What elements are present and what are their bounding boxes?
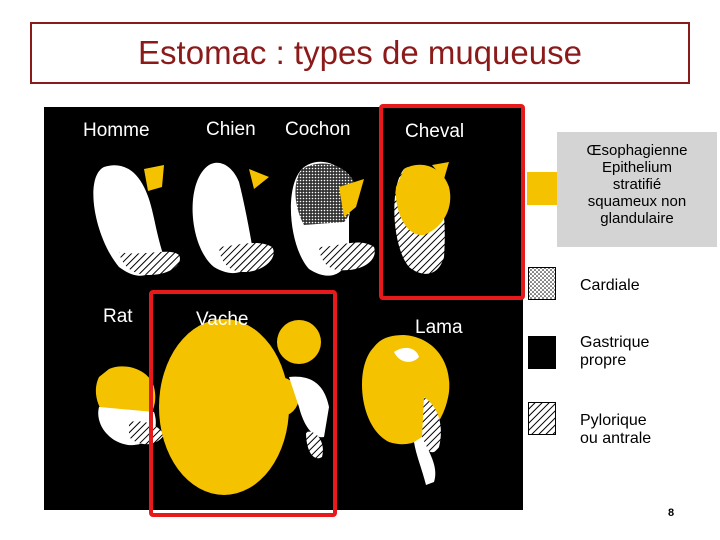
legend-pylorique-line2: ou antrale bbox=[580, 430, 652, 447]
highlight-frame-vache bbox=[149, 290, 337, 517]
swatch-cardiale bbox=[528, 267, 556, 300]
label-vache: Vache bbox=[196, 309, 249, 330]
legend-oesophagienne-line3: stratifié bbox=[612, 176, 662, 193]
label-cochon: Cochon bbox=[285, 119, 351, 140]
label-homme: Homme bbox=[83, 120, 150, 141]
page-number: 8 bbox=[668, 507, 675, 519]
stomach-chien bbox=[192, 162, 274, 274]
swatch-gastrique bbox=[528, 336, 556, 369]
legend-oesophagienne-line1: Œsophagienne bbox=[586, 142, 688, 159]
label-rat: Rat bbox=[103, 306, 133, 327]
swatch-oesophagienne bbox=[527, 172, 557, 205]
legend-oesophagienne-line5: glandulaire bbox=[600, 210, 674, 227]
legend-oesophagienne-box: Œsophagienne Epithelium stratifié squame… bbox=[557, 132, 717, 247]
legend-oesophagienne-line4: squameux non bbox=[587, 193, 687, 210]
title-box: Estomac : types de muqueuse bbox=[30, 22, 690, 84]
label-lama: Lama bbox=[415, 317, 463, 338]
stomach-cochon bbox=[290, 161, 375, 276]
stomach-homme bbox=[93, 165, 180, 276]
legend-gastrique-line1: Gastrique bbox=[580, 334, 650, 351]
legend-oesophagienne-line2: Epithelium bbox=[601, 159, 673, 176]
stomach-cheval bbox=[394, 162, 451, 274]
legend-pylorique-text: Pylorique ou antrale bbox=[580, 412, 651, 448]
highlight-frame-cheval bbox=[379, 104, 525, 300]
stomach-lama bbox=[362, 335, 450, 485]
stomach-rat bbox=[95, 366, 164, 446]
label-cheval: Cheval bbox=[405, 121, 465, 142]
legend-gastrique-line2: propre bbox=[580, 352, 627, 369]
slide-title: Estomac : types de muqueuse bbox=[138, 34, 582, 71]
legend-pylorique-line1: Pylorique bbox=[580, 412, 647, 429]
stomach-illustrations bbox=[93, 161, 451, 495]
legend-cardiale-label: Cardiale bbox=[580, 277, 640, 294]
stomach-vache bbox=[159, 319, 329, 495]
swatch-pylorique bbox=[528, 402, 556, 435]
legend-gastrique-text: Gastrique propre bbox=[580, 334, 649, 370]
label-chien: Chien bbox=[206, 119, 256, 140]
